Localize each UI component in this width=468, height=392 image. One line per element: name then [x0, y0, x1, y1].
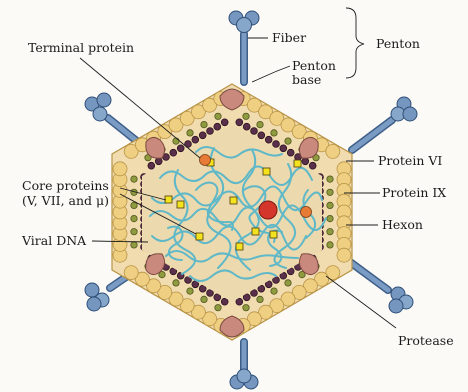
inner-ring-bead — [243, 294, 250, 301]
protein-ix-bead — [327, 229, 333, 235]
label-protein-ix: Protein IX — [382, 185, 446, 200]
label-terminal-protein: Terminal protein — [28, 40, 134, 55]
label-penton-base-line2: base — [292, 72, 321, 87]
inner-ring-bead — [214, 123, 221, 130]
fiber-bottom — [230, 342, 258, 389]
label-hexon: Hexon — [382, 217, 423, 232]
fiber-top — [229, 11, 259, 82]
label-penton-base-line1: Penton — [292, 58, 336, 73]
label-penton: Penton — [376, 36, 420, 51]
inner-ring-bead — [199, 132, 206, 139]
inner-ring-bead — [214, 294, 221, 301]
protein-ix-bead — [187, 288, 193, 294]
inner-ring-bead — [148, 162, 155, 169]
inner-ring-bead — [207, 128, 214, 135]
protein-ix-bead — [131, 215, 137, 221]
protein-ix-bead — [257, 296, 263, 302]
protein-ix-bead — [327, 176, 333, 182]
protein-ix-bead — [243, 113, 249, 119]
protein-ix-bead — [131, 229, 137, 235]
inner-ring-bead — [155, 158, 162, 165]
protein-ix-bead — [271, 130, 277, 136]
inner-ring-bead — [251, 128, 258, 135]
inner-ring-bead — [236, 119, 243, 126]
inner-ring-bead — [221, 298, 228, 305]
fiber-lower-right — [350, 262, 413, 313]
label-viral-dna: Viral DNA — [21, 233, 87, 248]
fiber-upper-right — [352, 97, 417, 150]
hexon-bead — [113, 162, 127, 176]
label-protease: Protease — [398, 333, 454, 348]
protein-ix-bead — [215, 305, 221, 311]
inner-ring-bead — [177, 145, 184, 152]
protein-ix-bead — [327, 215, 333, 221]
protein-ix-bead — [285, 138, 291, 144]
protein-ix-bead — [173, 280, 179, 286]
protein-ix-bead — [201, 296, 207, 302]
protein-ix-bead — [257, 121, 263, 127]
protein-ix-bead — [285, 280, 291, 286]
label-fiber: Fiber — [272, 30, 306, 45]
protein-ix-bead — [201, 121, 207, 127]
inner-ring-bead — [273, 141, 280, 148]
hexon-bead — [326, 144, 340, 158]
inner-ring-bead — [265, 136, 272, 143]
protein-ix-bead — [243, 305, 249, 311]
protein-ix-bead — [131, 176, 137, 182]
protein-ix-bead — [131, 202, 137, 208]
protein-ix-bead — [131, 242, 137, 248]
inner-ring-bead — [243, 123, 250, 130]
protein-ix-bead — [327, 189, 333, 195]
inner-ring-bead — [258, 132, 265, 139]
inner-ring-bead — [170, 149, 177, 156]
label-core-proteins-line2: (V, VII, and μ) — [22, 193, 109, 208]
inner-ring-bead — [221, 119, 228, 126]
label-core-proteins-line1: Core proteins — [22, 178, 109, 193]
protein-ix-bead — [327, 242, 333, 248]
protein-ix-bead — [327, 202, 333, 208]
inner-ring-bead — [302, 158, 309, 165]
inner-ring-bead — [287, 149, 294, 156]
protein-ix-bead — [215, 113, 221, 119]
inner-ring-bead — [192, 136, 199, 143]
inner-ring-bead — [309, 162, 316, 169]
protein-ix-bead — [173, 138, 179, 144]
inner-ring-bead — [236, 298, 243, 305]
label-protein-vi: Protein VI — [378, 153, 442, 168]
hexon-bead — [124, 266, 138, 280]
inner-ring-bead — [280, 145, 287, 152]
protease-core — [259, 201, 277, 219]
protein-ix-bead — [271, 288, 277, 294]
hexon-bead — [337, 248, 351, 262]
protein-ix-bead — [187, 130, 193, 136]
